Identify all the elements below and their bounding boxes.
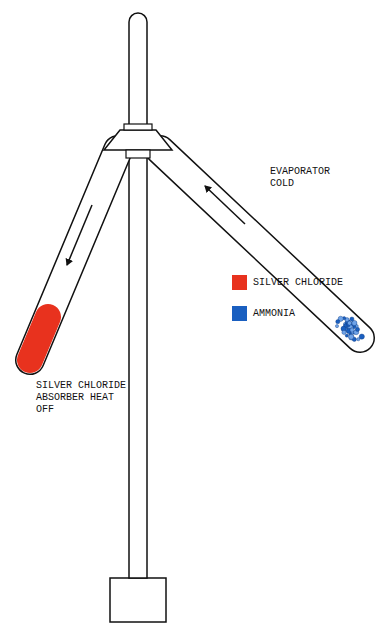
junction-collar — [124, 124, 152, 130]
flow-arrow — [67, 205, 92, 265]
legend-row: SILVER CHLORIDE — [232, 275, 343, 290]
legend-text: SILVER CHLORIDE — [253, 277, 343, 288]
ammonia-droplet — [347, 321, 351, 325]
part-label: SILVER CHLORIDE ABSORBER HEAT OFF — [36, 380, 132, 416]
legend-row: AMMONIA — [232, 306, 295, 321]
ammonia-droplet — [357, 338, 360, 341]
ammonia-droplet — [345, 334, 348, 337]
column-collar — [126, 150, 150, 158]
absorber-tube-outline — [30, 150, 118, 360]
ammonia-droplet — [355, 327, 359, 331]
ammonia-droplet — [335, 325, 338, 328]
stand-column — [129, 150, 147, 578]
ammonia-droplet — [336, 320, 340, 324]
ammonia-droplet — [350, 317, 354, 321]
stand-base — [110, 578, 166, 622]
tube-junction — [104, 130, 172, 150]
evaporator-tube-outline — [160, 150, 360, 338]
flow-arrow — [205, 186, 245, 224]
evaporator-tube — [160, 150, 360, 338]
silver-chloride-fill — [30, 317, 48, 360]
ammonia-droplet — [351, 321, 356, 326]
legend-swatch — [232, 306, 247, 321]
ammonia-droplet — [349, 334, 354, 339]
ammonia-droplet — [359, 334, 364, 339]
ammonia-droplets — [335, 316, 364, 341]
part-label: EVAPORATOR COLD — [270, 166, 354, 190]
absorber-tube — [30, 150, 118, 360]
ammonia-droplet — [342, 330, 346, 334]
ammonia-droplet — [344, 324, 347, 327]
legend-text: AMMONIA — [253, 308, 295, 319]
top-tube — [129, 13, 147, 128]
legend-swatch — [232, 275, 247, 290]
